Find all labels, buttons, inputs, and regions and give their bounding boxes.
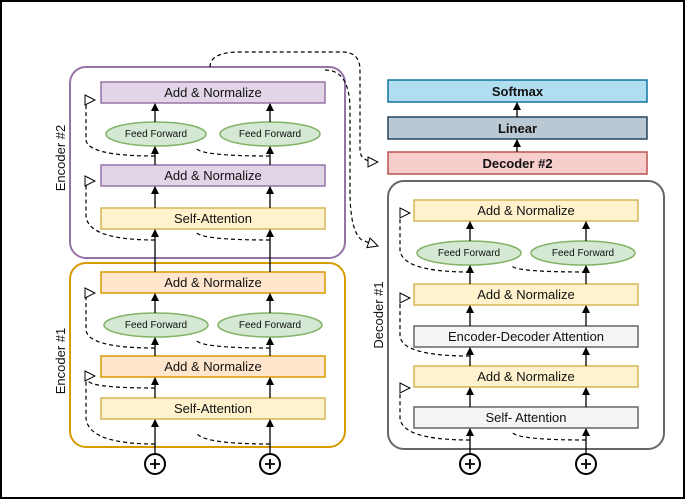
enc2-self-attention <box>100 207 326 230</box>
enc1-add-normalize-bottom <box>100 355 326 378</box>
decoder-input-left <box>459 453 481 475</box>
dec1-self-attention <box>413 406 639 429</box>
dec1-feed-forward-right <box>530 240 636 266</box>
enc1-feed-forward-right <box>217 312 323 338</box>
linear-block <box>387 116 648 140</box>
enc1-solid-arrows <box>151 229 274 454</box>
decoder1-title: Decoder #1 <box>370 281 386 349</box>
encoder2-title: Encoder #2 <box>52 124 68 192</box>
dec1-add-normalize-middle <box>413 283 639 306</box>
dec1-add-normalize-top <box>413 199 639 222</box>
softmax-block <box>387 79 648 103</box>
encoder-input-right <box>259 453 281 475</box>
dec1-add-normalize-bottom <box>413 365 639 388</box>
dashed-residual-connections <box>86 51 587 445</box>
dec1-enc-dec-attention <box>413 325 639 348</box>
dec1-solid-arrows <box>466 221 590 454</box>
enc2-feed-forward-right <box>219 121 321 147</box>
dec1-feed-forward-left <box>416 240 522 266</box>
enc1-self-attention <box>100 397 326 420</box>
enc2-add-normalize-top <box>100 81 326 104</box>
encoder-input-left <box>144 453 166 475</box>
encoder1-title: Encoder #1 <box>52 327 68 395</box>
enc1-add-normalize-top <box>100 271 326 294</box>
enc2-add-normalize-bottom <box>100 164 326 187</box>
decoder-input-right <box>575 453 597 475</box>
enc1-feed-forward-left <box>103 312 209 338</box>
enc2-feed-forward-left <box>105 121 207 147</box>
decoder2-block <box>387 151 648 175</box>
